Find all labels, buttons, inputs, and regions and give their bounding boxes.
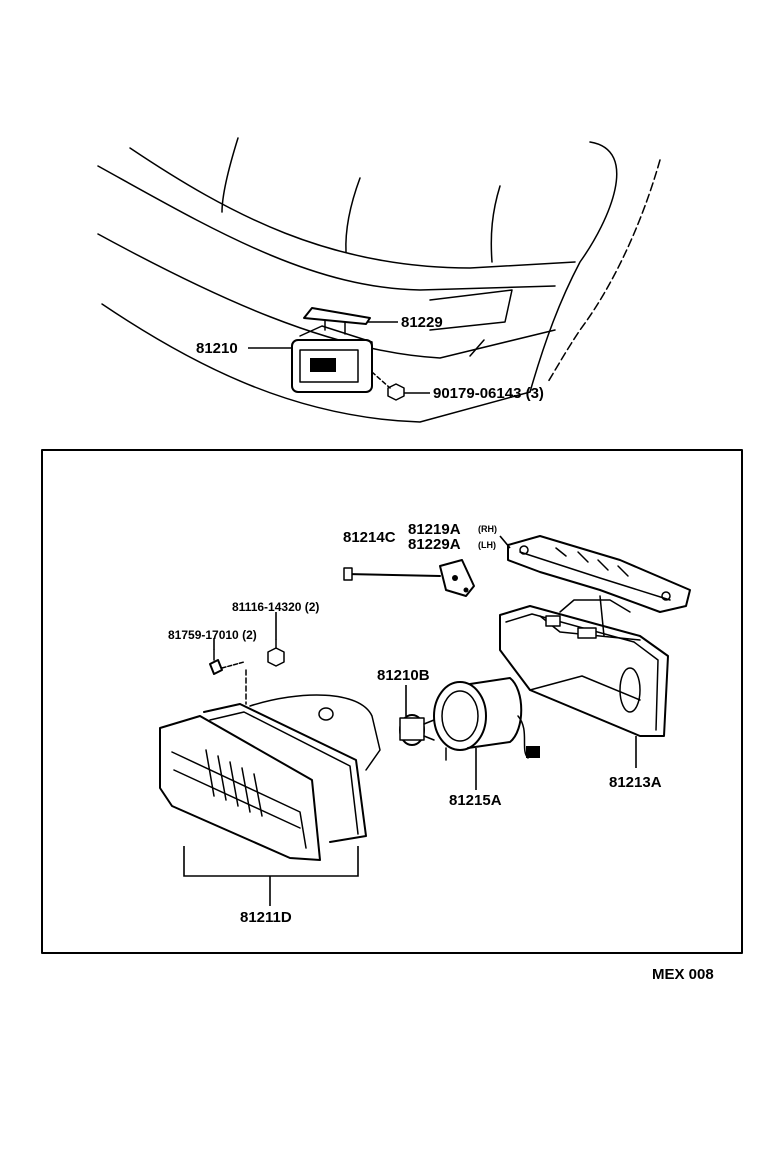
label-81210: 81210 bbox=[196, 340, 238, 357]
label-81213a: 81213A bbox=[609, 774, 662, 791]
label-rh: (RH) bbox=[478, 524, 497, 534]
diagram-code: MEX 008 bbox=[652, 966, 714, 983]
label-81219a: 81219A bbox=[408, 521, 461, 538]
label-81759-17010: 81759-17010 (2) bbox=[168, 628, 257, 642]
label-81210b: 81210B bbox=[377, 667, 430, 684]
label-lh: (LH) bbox=[478, 540, 496, 550]
exploded-view-illustration bbox=[159, 535, 691, 906]
label-90179-06143: 90179-06143 (3) bbox=[433, 385, 544, 402]
label-81211d: 81211D bbox=[240, 909, 292, 926]
label-81116-14320: 81116-14320 (2) bbox=[232, 600, 319, 614]
exploded-view-frame bbox=[41, 449, 743, 954]
bumper-overview-illustration bbox=[97, 137, 661, 423]
label-81229: 81229 bbox=[401, 314, 443, 331]
label-81215a: 81215A bbox=[449, 792, 502, 809]
label-81229a: 81229A bbox=[408, 536, 461, 553]
label-81214c: 81214C bbox=[343, 529, 396, 546]
